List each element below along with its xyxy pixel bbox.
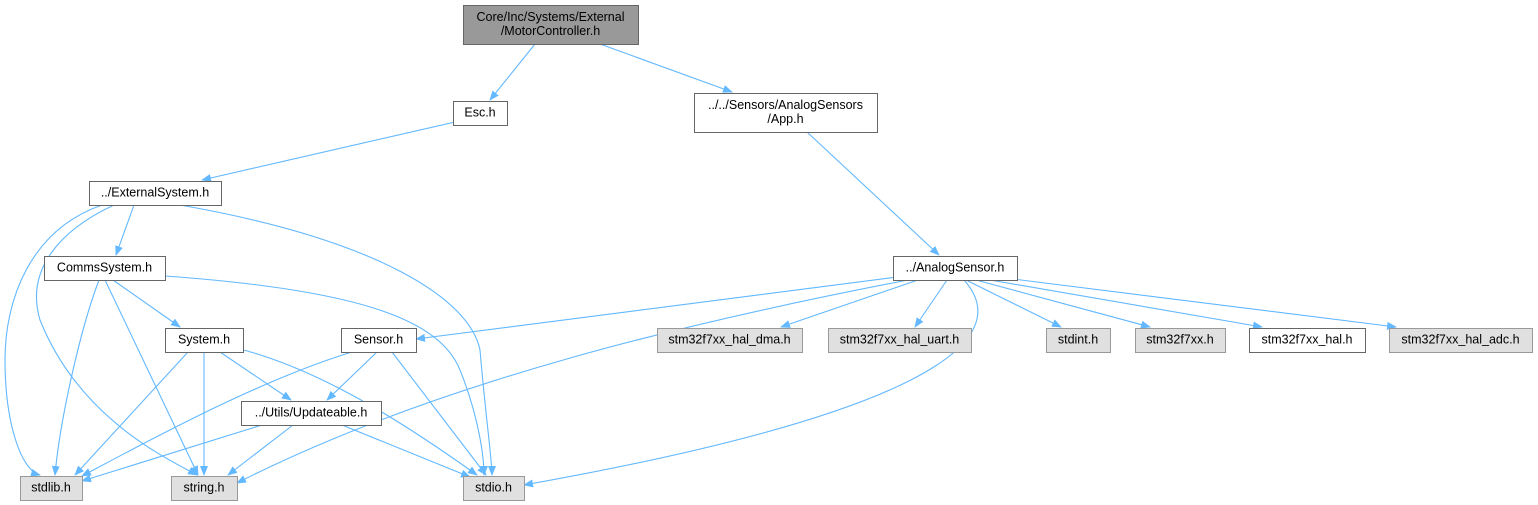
node-sensor[interactable]: Sensor.h — [341, 328, 417, 353]
edge-extsys-to-stdlib — [4, 204, 103, 477]
node-comms[interactable]: CommsSystem.h — [44, 256, 166, 281]
edge-updateable-to-string — [227, 424, 294, 476]
node-box — [171, 476, 238, 501]
node-label: stdint.h — [1058, 333, 1098, 347]
node-app[interactable]: ../../Sensors/AnalogSensors/App.h — [694, 93, 878, 133]
node-box — [165, 328, 244, 353]
node-hal_uart[interactable]: stm32f7xx_hal_uart.h — [828, 328, 972, 353]
node-system[interactable]: System.h — [165, 328, 244, 353]
node-label: string.h — [184, 481, 225, 495]
edge-app-to-analog — [806, 131, 940, 256]
edge-updateable-to-stdio — [341, 424, 471, 478]
node-label: Core/Inc/Systems/External — [477, 10, 625, 24]
node-label: System.h — [178, 333, 230, 347]
edge-sensor-to-updateable — [326, 351, 378, 401]
edge-comms-to-stdio — [164, 275, 488, 476]
node-label: stm32f7xx_hal_adc.h — [1401, 333, 1519, 347]
edge-analog-to-hal — [989, 279, 1263, 330]
node-hal_dma[interactable]: stm32f7xx_hal_dma.h — [657, 328, 803, 353]
edge-extsys-to-stdio — [179, 204, 496, 476]
node-label: /App.h — [767, 112, 803, 126]
edge-sensor-to-stdlib — [81, 351, 353, 477]
node-analog[interactable]: ../AnalogSensor.h — [893, 256, 1018, 281]
edge-system-to-updateable — [219, 351, 292, 401]
edge-analog-to-hal_adc — [1012, 278, 1397, 330]
edge-motor-to-esc — [489, 43, 536, 101]
node-label: ../ExternalSystem.h — [101, 186, 209, 200]
edge-analog-to-stdint — [965, 279, 1062, 328]
node-box — [657, 328, 803, 353]
node-motor[interactable]: Core/Inc/Systems/External/MotorControlle… — [463, 5, 639, 45]
node-box — [341, 328, 417, 353]
node-string[interactable]: string.h — [171, 476, 238, 501]
node-stdint[interactable]: stdint.h — [1046, 328, 1111, 353]
edge-analog-to-hal_dma — [780, 279, 919, 328]
node-label: stm32f7xx_hal_uart.h — [840, 333, 960, 347]
node-extsys[interactable]: ../ExternalSystem.h — [89, 181, 222, 206]
node-box — [1135, 328, 1226, 353]
edge-extsys-to-string — [35, 204, 198, 476]
edge-sensor-to-stdio — [391, 351, 487, 476]
node-box — [828, 328, 972, 353]
node-box — [89, 181, 222, 206]
node-label: Sensor.h — [354, 333, 403, 347]
node-label: Esc.h — [464, 106, 495, 120]
node-hal_adc[interactable]: stm32f7xx_hal_adc.h — [1389, 328, 1533, 353]
node-updateable[interactable]: ../Utils/Updateable.h — [241, 401, 382, 426]
edge-analog-to-stdio — [523, 279, 979, 488]
edge-system-to-stdio — [239, 348, 478, 476]
edge-comms-to-string — [104, 279, 199, 476]
edge-analog-to-stm32f7xx — [975, 279, 1151, 329]
node-box — [241, 401, 382, 426]
node-box — [694, 93, 878, 133]
node-label: stdlib.h — [31, 481, 71, 495]
edge-analog-to-hal_uart — [914, 279, 948, 328]
node-label: ../AnalogSensor.h — [906, 261, 1005, 275]
node-label: stm32f7xx_hal_dma.h — [668, 333, 790, 347]
node-stdio[interactable]: stdio.h — [463, 476, 525, 501]
edge-analog-to-sensor — [415, 276, 898, 342]
node-box — [20, 476, 83, 501]
node-label: stm32f7xx.h — [1146, 333, 1213, 347]
edge-system-to-stdlib — [74, 351, 189, 476]
node-label: ../../Sensors/AnalogSensors — [708, 98, 863, 112]
node-label: stdio.h — [475, 481, 512, 495]
node-label: CommsSystem.h — [57, 261, 152, 275]
node-box — [453, 101, 508, 126]
node-hal[interactable]: stm32f7xx_hal.h — [1249, 328, 1366, 353]
node-box — [463, 476, 525, 501]
edge-analog-to-string — [236, 279, 909, 484]
node-stm32f7xx[interactable]: stm32f7xx.h — [1135, 328, 1226, 353]
edges-layer — [4, 43, 1397, 488]
edge-comms-to-stdlib — [51, 279, 100, 476]
edge-updateable-to-stdlib — [81, 424, 263, 483]
edge-extsys-to-comms — [115, 204, 135, 256]
edge-comms-to-system — [112, 279, 181, 328]
node-box — [44, 256, 166, 281]
node-label: ../Utils/Updateable.h — [255, 406, 368, 420]
edge-esc-to-extsys — [201, 121, 456, 182]
node-box — [1046, 328, 1111, 353]
node-box — [463, 5, 639, 45]
node-box — [1389, 328, 1533, 353]
node-box — [1249, 328, 1366, 353]
nodes-layer: Core/Inc/Systems/External/MotorControlle… — [20, 5, 1533, 501]
node-esc[interactable]: Esc.h — [453, 101, 508, 126]
node-box — [893, 256, 1018, 281]
edge-motor-to-app — [599, 43, 733, 93]
node-label: /MotorController.h — [501, 24, 600, 38]
node-stdlib[interactable]: stdlib.h — [20, 476, 83, 501]
node-label: stm32f7xx_hal.h — [1261, 333, 1352, 347]
